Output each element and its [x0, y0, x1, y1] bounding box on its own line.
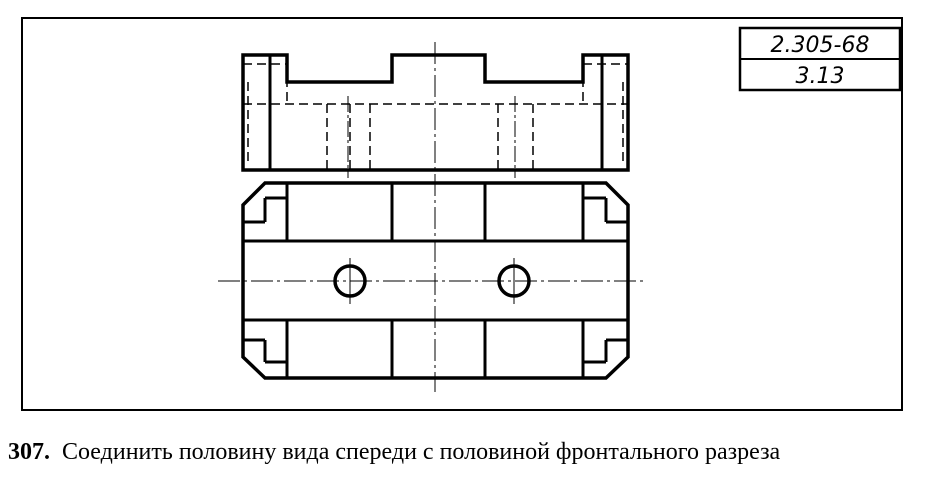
exercise-number: 307.	[8, 439, 50, 465]
stamp-sheet: 3.13	[796, 64, 845, 89]
exercise-caption: 307. Соединить половину вида спереди с по…	[8, 432, 920, 472]
stamp-code: 2.305-68	[771, 33, 870, 58]
drawing-frame	[21, 17, 903, 411]
exercise-text: Соединить половину вида спереди с полови…	[62, 439, 781, 465]
top-view	[218, 181, 645, 380]
lug-bottom-left	[243, 320, 289, 378]
front-view	[241, 53, 630, 178]
lug-top-right	[581, 183, 628, 241]
lug-top-left	[243, 183, 289, 241]
lug-bottom-right	[581, 320, 628, 378]
top-view-outline	[241, 181, 630, 380]
front-hidden-lines	[243, 63, 628, 170]
title-stamp: 2.305-68 3.13	[738, 26, 902, 92]
